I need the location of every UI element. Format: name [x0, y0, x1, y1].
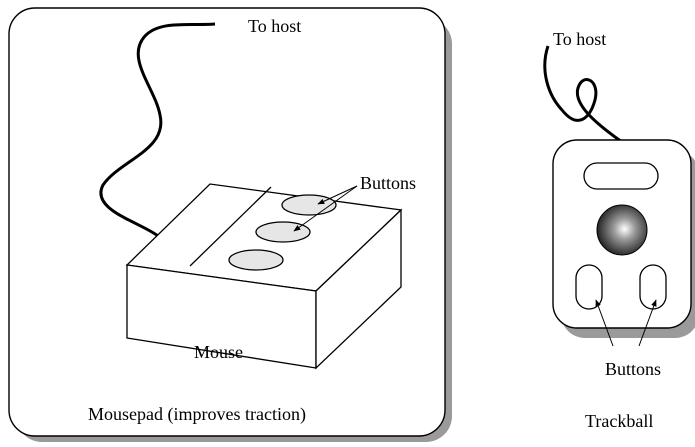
- trackball-ball: [596, 204, 648, 256]
- mouse-side-face: [315, 208, 402, 370]
- trackball-top-slot: [583, 162, 659, 190]
- mouse-buttons-arrow-2: [293, 185, 358, 232]
- trackball-cable-label: To host: [553, 29, 607, 49]
- trackball-buttons-arrow-2: [638, 299, 657, 347]
- trackball-button-right: [639, 264, 667, 310]
- mouse-top-divider: [189, 186, 272, 267]
- mouse-label: Mouse: [194, 342, 243, 362]
- mouse-cable-label: To host: [248, 16, 302, 36]
- trackball-body: [552, 139, 695, 338]
- mouse-button-1: [281, 194, 337, 216]
- mouse-cable: [99, 22, 216, 238]
- trackball-cable: [543, 45, 623, 144]
- mousepad-label: Mousepad (improves traction): [88, 404, 306, 424]
- mouse-button-3: [228, 249, 284, 271]
- mouse-buttons-arrow-1: [317, 185, 358, 205]
- trackball-label: Trackball: [585, 411, 654, 431]
- mouse-buttons-label: Buttons: [360, 173, 417, 193]
- trackball-button-left: [575, 264, 603, 310]
- trackball-buttons-label: Buttons: [605, 359, 662, 379]
- trackball-buttons-arrow-1: [595, 299, 614, 347]
